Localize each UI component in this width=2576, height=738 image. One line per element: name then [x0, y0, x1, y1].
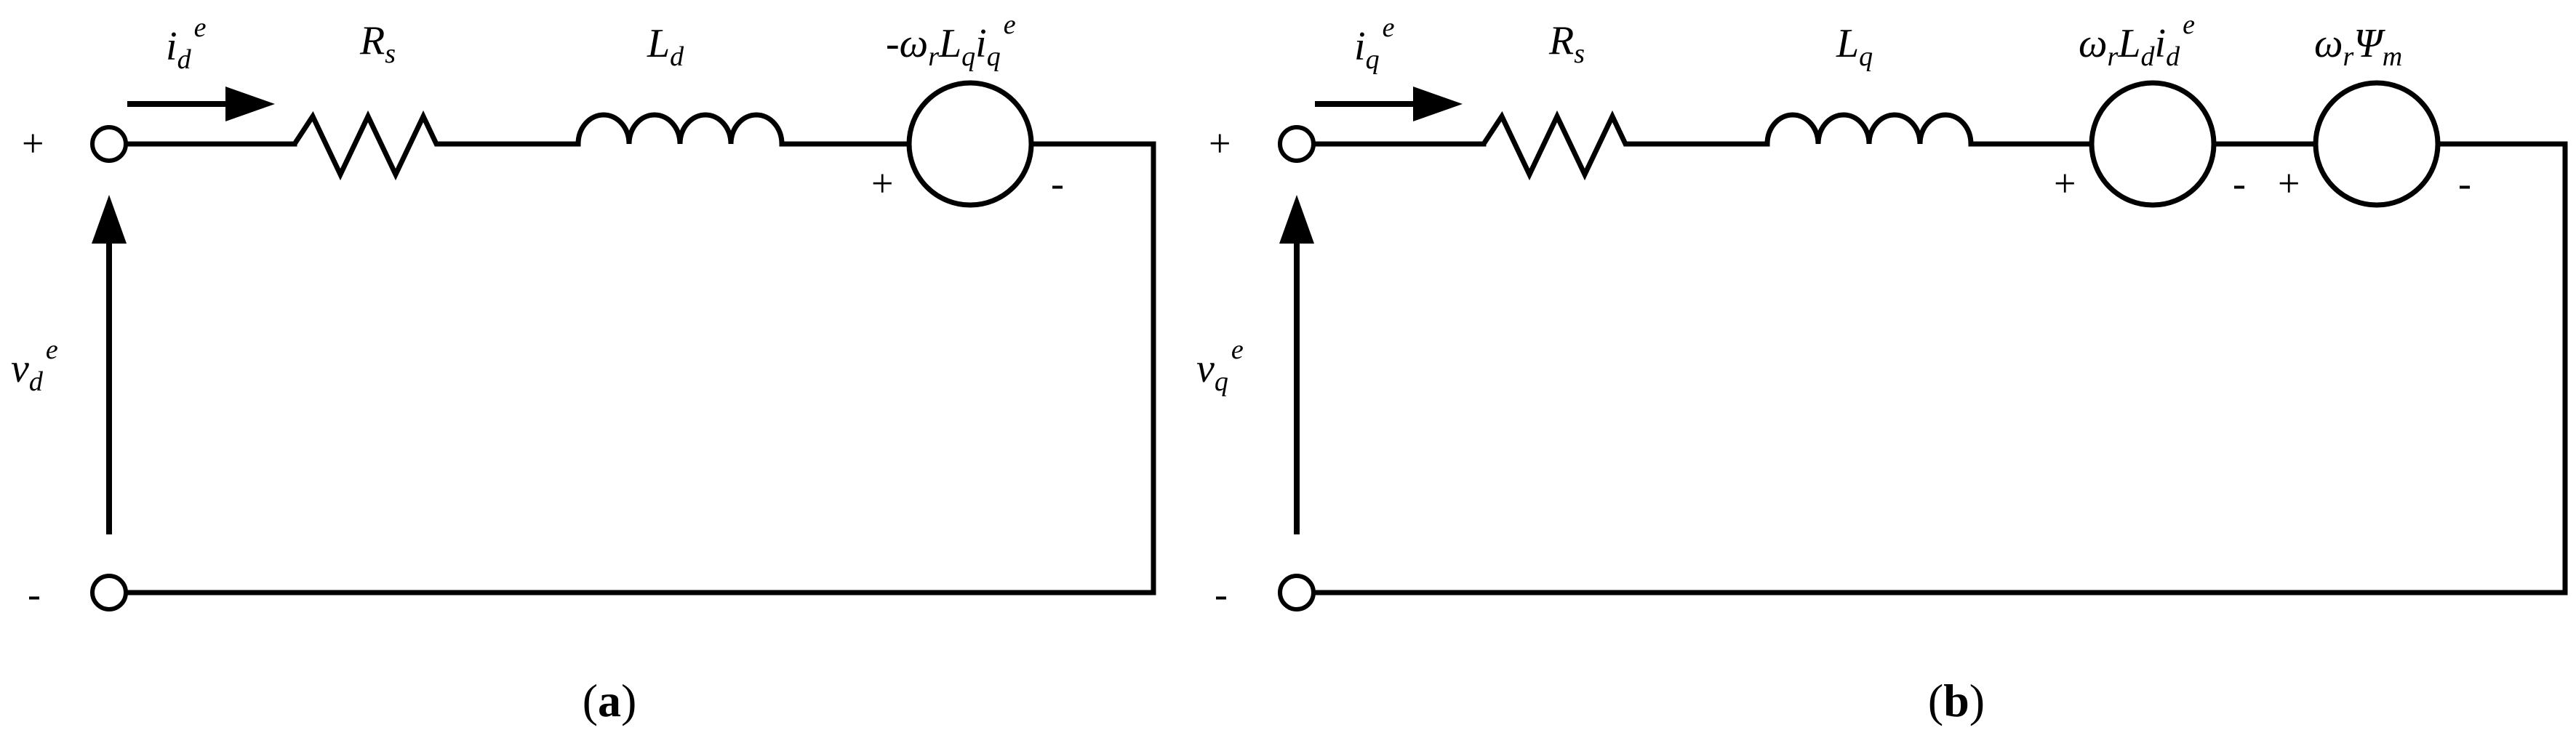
b-minus-sign-terminal: -	[1215, 572, 1228, 616]
panel-a-d-axis-circuit: ide vde Rs Ld -ωrLqiqe + - + - (a)	[11, 9, 1156, 726]
a-return-wire	[121, 141, 1156, 595]
a-voltage-source	[906, 80, 1034, 208]
b-resistor-rs	[1481, 110, 1644, 181]
panel-b-q-axis-circuit: iqe vqe Rs Lq ωrLdide ωrΨm + - + - + - (…	[1196, 9, 2568, 726]
a-current-label: ide	[166, 12, 207, 75]
b-plus-sign-terminal: +	[1209, 121, 1231, 165]
b-return-wire	[1308, 141, 2568, 595]
a-plus-sign-terminal: +	[22, 121, 44, 165]
b-resistor-label: Rs	[1548, 18, 1585, 69]
a-voltage-arrowhead	[92, 195, 127, 244]
b-voltage-label: vqe	[1196, 334, 1244, 397]
a-minus-sign-terminal: -	[28, 572, 41, 616]
a-inductor-label: Ld	[647, 21, 684, 72]
a-voltage-label: vde	[11, 334, 58, 397]
a-bottom-terminal	[90, 574, 128, 611]
b-current-label: iqe	[1354, 12, 1395, 75]
b-source2-label: ωrΨm	[2314, 21, 2402, 72]
b-source1-label: ωrLdide	[2079, 9, 2195, 72]
b-bottom-terminal	[1278, 574, 1316, 611]
a-caption: (a)	[583, 675, 637, 726]
b-inductor-label: Lq	[1836, 21, 1873, 72]
b-voltage-arrowhead	[1279, 195, 1314, 244]
b-source2-plus-sign: +	[2278, 161, 2300, 205]
b-voltage-source-2	[2313, 80, 2441, 208]
a-source-label: -ωrLqiqe	[886, 9, 1016, 72]
b-inductor-lq	[1764, 112, 1974, 145]
a-inductor-ld	[575, 112, 785, 145]
a-resistor-rs	[292, 110, 455, 181]
a-current-arrowhead	[225, 87, 275, 121]
a-source-plus-sign: +	[871, 161, 893, 205]
b-source1-minus-sign: -	[2233, 161, 2246, 205]
b-current-arrowhead	[1413, 87, 1463, 121]
b-top-terminal	[1278, 125, 1316, 163]
b-source2-minus-sign: -	[2458, 161, 2471, 205]
a-source-minus-sign: -	[1051, 161, 1064, 205]
b-source1-plus-sign: +	[2054, 161, 2076, 205]
b-voltage-source-1	[2089, 80, 2217, 208]
b-caption: (b)	[1928, 675, 1985, 726]
a-top-terminal	[90, 125, 128, 163]
a-resistor-label: Rs	[359, 18, 396, 69]
